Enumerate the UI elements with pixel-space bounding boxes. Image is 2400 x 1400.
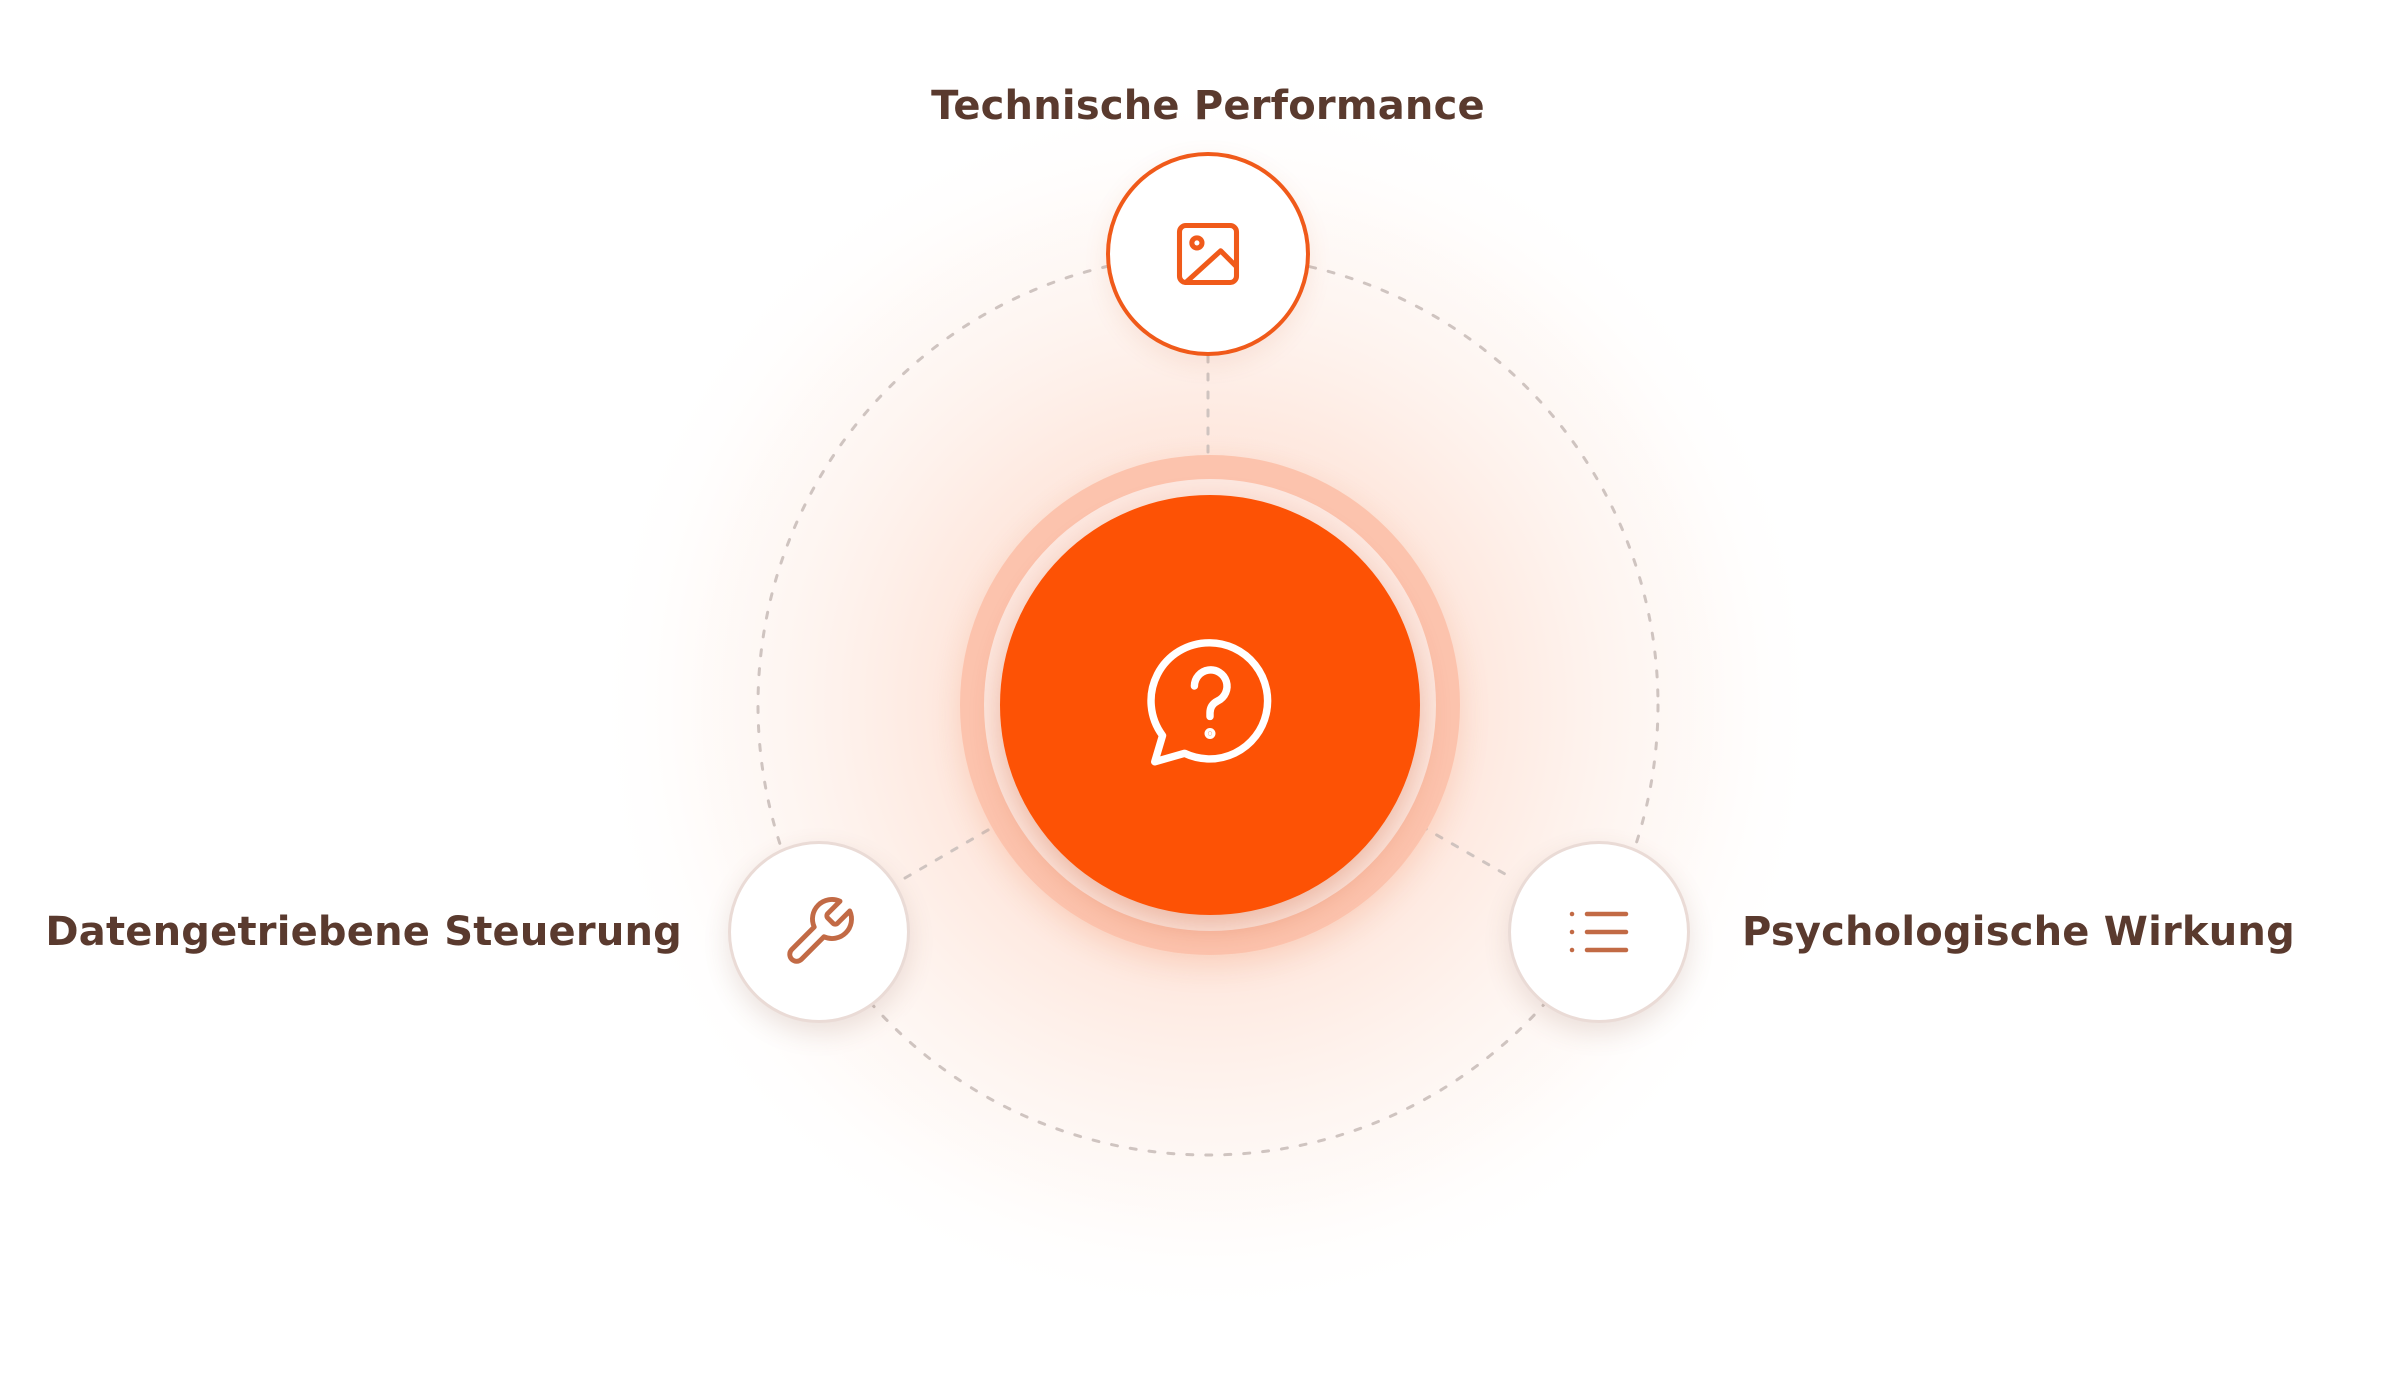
connector-left <box>903 824 997 880</box>
wrench-icon <box>780 893 858 971</box>
center-hub <box>1000 495 1420 915</box>
orbit-ring <box>756 253 1660 1157</box>
node-psychologische-wirkung <box>1508 841 1690 1023</box>
question-bubble-icon <box>1125 618 1295 793</box>
node-technische-performance <box>1106 152 1310 356</box>
image-icon <box>1170 216 1246 292</box>
label-datengetriebene-steuerung: Datengetriebene Steuerung <box>45 909 682 955</box>
label-psychologische-wirkung: Psychologische Wirkung <box>1742 909 2295 955</box>
connector-right <box>1419 824 1514 880</box>
list-icon <box>1563 896 1635 968</box>
node-datengetriebene-steuerung <box>728 841 910 1023</box>
label-technische-performance: Technische Performance <box>931 83 1485 129</box>
